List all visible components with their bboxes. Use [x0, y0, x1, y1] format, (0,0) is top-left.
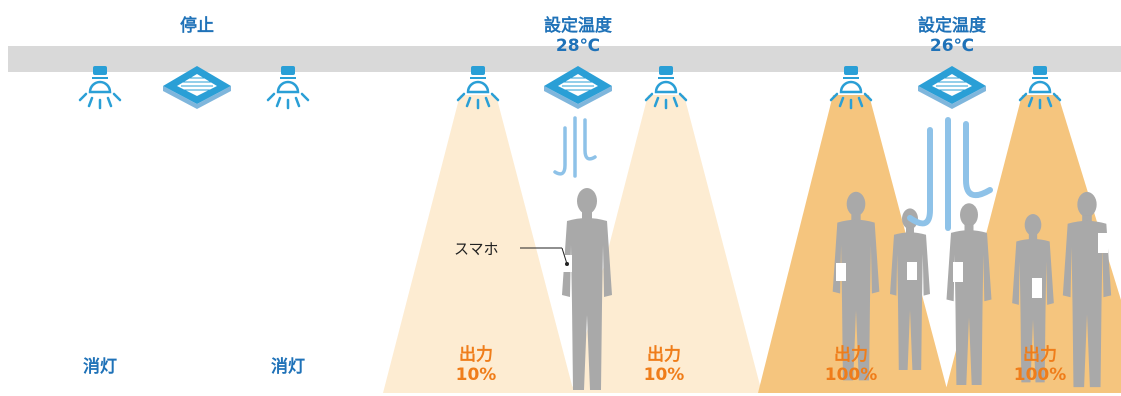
- light-label-3b: 出力 100%: [1013, 345, 1067, 385]
- light-bulb-icon: [456, 66, 500, 110]
- smartphone-icon: [953, 262, 963, 282]
- light-label-2b: 出力 10%: [643, 345, 685, 385]
- header-section-3: 設定温度 26℃: [918, 16, 986, 56]
- header-section-2: 設定温度 28℃: [544, 16, 612, 56]
- light-label-1a: 消灯: [83, 357, 117, 377]
- smartphone-icon: [1032, 278, 1042, 298]
- light-bulb-icon: [266, 66, 310, 110]
- light-beam-2b: [571, 95, 762, 393]
- light-bulb-icon: [1018, 66, 1062, 110]
- header-title: 設定温度: [544, 16, 612, 36]
- light-label-2a: 出力 10%: [455, 345, 497, 385]
- light-bulb-icon: [644, 66, 688, 110]
- ac-unit-icon: [544, 66, 612, 109]
- header-setting: 26℃: [929, 35, 975, 56]
- smartphone-icon: [836, 263, 846, 281]
- header-section-1: 停止: [180, 16, 214, 37]
- light-bulb-icon: [829, 66, 873, 110]
- header-setting: 28℃: [555, 35, 601, 56]
- header-title: 設定温度: [918, 16, 986, 36]
- airflow-icon: [553, 116, 597, 178]
- smartphone-icon: [907, 262, 917, 280]
- ceiling-lights: [78, 66, 1062, 110]
- smartphone-icon: [1098, 233, 1108, 253]
- ac-unit-icon: [918, 66, 986, 109]
- header-title: 停止: [180, 16, 214, 36]
- smartphone-label: スマホ: [454, 240, 499, 258]
- light-beam-2a: [383, 95, 574, 393]
- ceiling-bar: [8, 46, 1121, 72]
- airflow-icon: [907, 117, 993, 231]
- light-label-1b: 消灯: [271, 357, 305, 377]
- ac-unit-icon: [163, 66, 231, 109]
- ac-units: [163, 66, 986, 109]
- light-label-3a: 出力 100%: [824, 345, 878, 385]
- light-bulb-icon: [78, 66, 122, 110]
